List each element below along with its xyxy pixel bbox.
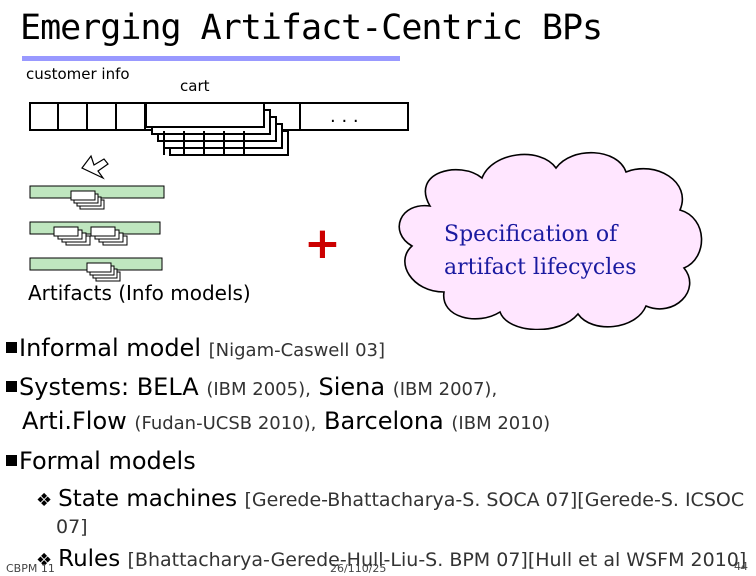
artifact-row-3	[29, 257, 163, 282]
bullet-text: Arti.Flow	[22, 407, 127, 435]
bullet-square-icon	[6, 380, 17, 392]
bullet-systems-cont: Arti.Flow (Fudan-UCSB 2010), Barcelona (…	[22, 406, 550, 439]
bullet-systems: Systems: BELA (IBM 2005), Siena (IBM 200…	[6, 372, 497, 405]
diamond-bullet-icon: ❖	[36, 490, 53, 511]
bullet-square-icon	[6, 341, 17, 353]
artifact-row-1	[29, 185, 165, 210]
artifact-row-2	[29, 221, 161, 246]
bullet-text: Systems: BELA	[19, 373, 199, 401]
bullet-text: Informal model	[19, 334, 201, 362]
sub-bullet-rules: ❖Rules [Bhattacharya-Gerede-Hull-Liu-S. …	[36, 544, 746, 576]
bullet-text: Formal models	[19, 447, 196, 475]
bullet-ref: (IBM 2005),	[206, 379, 311, 400]
bullet-square-icon	[6, 454, 17, 466]
bullet-text: Barcelona	[324, 407, 444, 435]
artifact-diagram: . . .	[29, 102, 703, 330]
customer-info-label: customer info	[26, 65, 130, 83]
bullet-ref: [Bhattacharya-Gerede-Hull-Liu-S. BPM 07]…	[127, 549, 747, 571]
cloud-text: Specification of artifact lifecycles	[444, 222, 637, 280]
bullet-text: Rules	[58, 546, 121, 572]
bullet-ref: (Fudan-UCSB 2010),	[134, 413, 317, 434]
diamond-bullet-icon: ❖	[36, 550, 53, 571]
artifacts-label: Artifacts (Info models)	[28, 281, 251, 305]
bullet-ref: (IBM 2010)	[451, 413, 551, 434]
arrow-icon	[81, 154, 109, 180]
page-number: 44	[734, 560, 748, 573]
slide-title: Emerging Artifact-Centric BPs	[20, 8, 603, 48]
bullet-informal-model: Informal model [Nigam-Caswell 03]	[6, 333, 385, 366]
bullet-text: State machines	[58, 486, 238, 512]
cart-stack	[145, 102, 289, 156]
bullet-ref: [Gerede-Bhattacharya-S. SOCA 07][Gerede-…	[244, 489, 745, 511]
cloud-shape	[398, 151, 703, 330]
bullet-formal-models: Formal models	[6, 446, 196, 476]
bullet-ref: (IBM 2007),	[392, 379, 498, 400]
sub-bullet-ref-cont: 07]	[56, 516, 88, 538]
cart-label: cart	[180, 77, 210, 95]
title-underline	[22, 56, 400, 61]
plus-sign: +	[304, 218, 341, 269]
bullet-text: Siena	[318, 373, 386, 401]
footer-left: CBPM 11	[6, 562, 55, 575]
footer-date: 26/110/25	[330, 562, 387, 575]
sub-bullet-state-machines: ❖State machines [Gerede-Bhattacharya-S. …	[36, 484, 744, 516]
ellipsis: . . .	[330, 106, 359, 127]
bullet-ref: [Nigam-Caswell 03]	[208, 340, 386, 361]
